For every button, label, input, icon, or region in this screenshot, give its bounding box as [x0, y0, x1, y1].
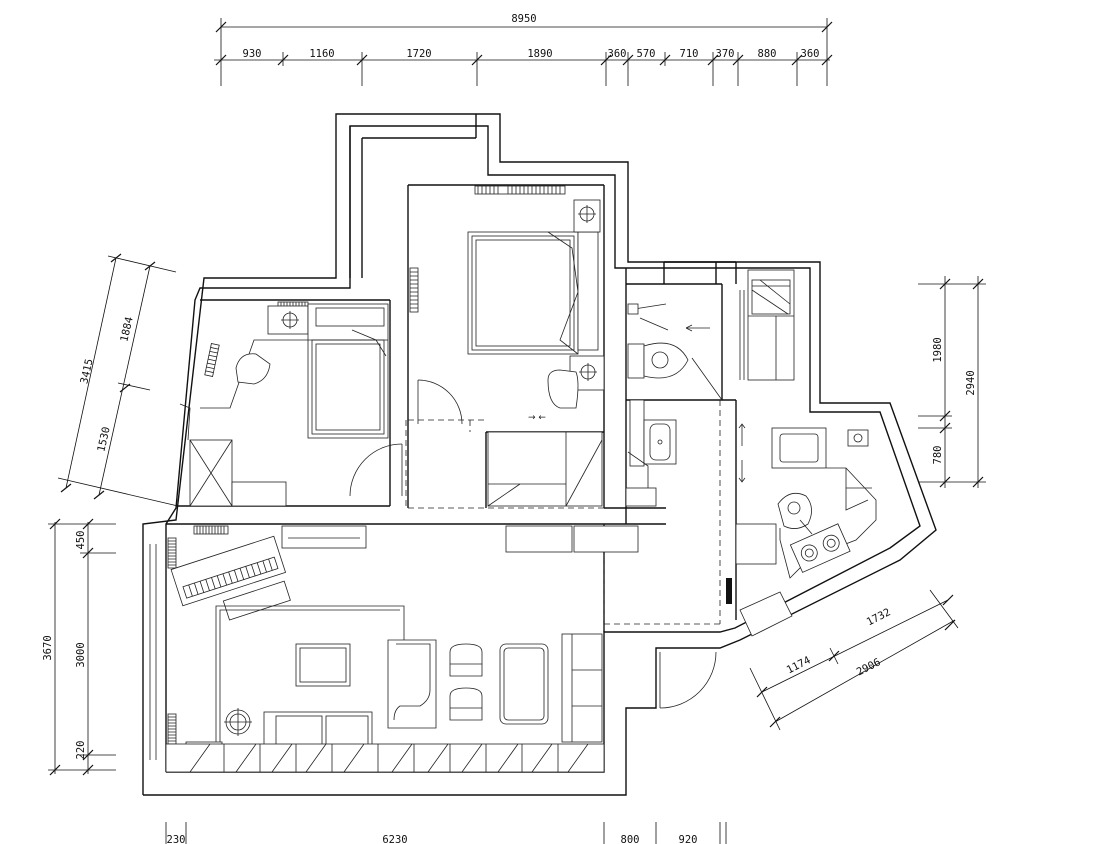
coffee-table — [295, 643, 351, 687]
radiator-left-wall — [204, 343, 220, 377]
bottom-dimension-chain: 230 6230 800 920 — [165, 822, 727, 844]
kitchen-cabinet-lower — [739, 591, 793, 637]
kitchen-sink — [771, 427, 869, 469]
bathroom — [625, 303, 710, 507]
bedroom-master: → ← — [409, 185, 605, 507]
arrows-hallway — [738, 423, 746, 483]
toilet — [627, 342, 689, 379]
top-segment-ticks — [215, 52, 833, 86]
dim-top-seg-5: 360 — [608, 48, 627, 60]
living-room — [149, 525, 639, 773]
nightstand-lamp-left — [267, 305, 309, 335]
dim-top-seg-3: 1720 — [406, 48, 431, 60]
dim-bottom-800: 800 — [621, 834, 640, 844]
wardrobe-bedroom — [487, 431, 603, 507]
double-bed — [467, 231, 599, 355]
window-bench — [165, 743, 605, 773]
bedroom-secondary — [179, 301, 389, 507]
desk-bedroom2 — [200, 339, 388, 409]
exterior-walls — [142, 113, 937, 796]
floor-lamp — [224, 708, 252, 736]
dim-top-seg-9: 880 — [758, 48, 777, 60]
dim-right-780: 780 — [932, 446, 944, 465]
arrow-marks: → ← — [528, 413, 546, 423]
vanity-sink — [625, 399, 677, 507]
wardrobe-bedroom2 — [179, 403, 287, 507]
radiator-side — [409, 267, 419, 313]
cooktop — [789, 523, 851, 573]
desk-chair-bedroom — [547, 355, 605, 409]
right-vertical-dimension: 1980 2940 780 — [918, 276, 986, 488]
ottoman — [499, 643, 549, 725]
dim-top-seg-8: 370 — [716, 48, 735, 60]
dim-left-450: 450 — [75, 531, 87, 550]
shower — [627, 303, 710, 332]
dim-left-angled-lower: 1530 — [95, 426, 112, 453]
dim-top-seg-1: 930 — [243, 48, 262, 60]
cabinet-2 — [573, 525, 639, 553]
dim-bottom-right-2906: 2906 — [855, 656, 883, 678]
tv-cabinet — [281, 525, 367, 549]
doors — [349, 357, 732, 709]
dim-left-220: 220 — [75, 741, 87, 760]
dim-right-1980: 1980 — [932, 337, 944, 362]
dim-right-2940: 2940 — [965, 370, 977, 395]
dim-top-seg-4: 1890 — [527, 48, 552, 60]
dim-bottom-230: 230 — [167, 834, 186, 844]
dim-top-seg-2: 1160 — [309, 48, 334, 60]
left-angled-dimension: 3415 1884 1530 — [57, 253, 179, 507]
dim-left-angled-upper: 1884 — [118, 316, 135, 343]
nightstand-lamp-top — [573, 199, 601, 233]
radiator-top — [474, 185, 566, 195]
dim-top-total: 8950 — [511, 13, 536, 25]
armchairs — [449, 643, 483, 721]
dashed-threshold-lines — [405, 400, 721, 632]
dim-bottom-6230: 6230 — [382, 834, 407, 844]
cabinet-1 — [505, 525, 573, 553]
top-dimension-chain: 8950 930 1160 1720 1890 — [214, 13, 833, 86]
dim-bottom-right-1732: 1732 — [865, 606, 893, 628]
kitchen — [735, 269, 877, 637]
person-cooking — [777, 492, 813, 535]
dim-top-seg-6: 570 — [637, 48, 656, 60]
dim-left-total: 3670 — [42, 635, 54, 660]
dim-top-seg-7: 710 — [680, 48, 699, 60]
area-rug — [215, 605, 405, 742]
dim-left-angled-total: 3415 — [78, 358, 95, 385]
entry-door-lock — [726, 578, 732, 604]
radiator-living-top — [193, 525, 229, 535]
dim-bottom-920: 920 — [679, 834, 698, 844]
dim-top-seg-10: 360 — [801, 48, 820, 60]
piano — [170, 535, 291, 621]
left-vertical-dimension: 3670 450 3000 220 — [42, 518, 116, 776]
single-bed — [307, 303, 389, 439]
radiator-living-left — [167, 537, 177, 745]
kitchen-cabinet — [735, 523, 777, 565]
dim-bottom-right-1174: 1174 — [785, 654, 813, 676]
fridge — [747, 269, 795, 381]
dim-left-3000: 3000 — [75, 642, 87, 667]
side-sofa — [561, 633, 603, 743]
